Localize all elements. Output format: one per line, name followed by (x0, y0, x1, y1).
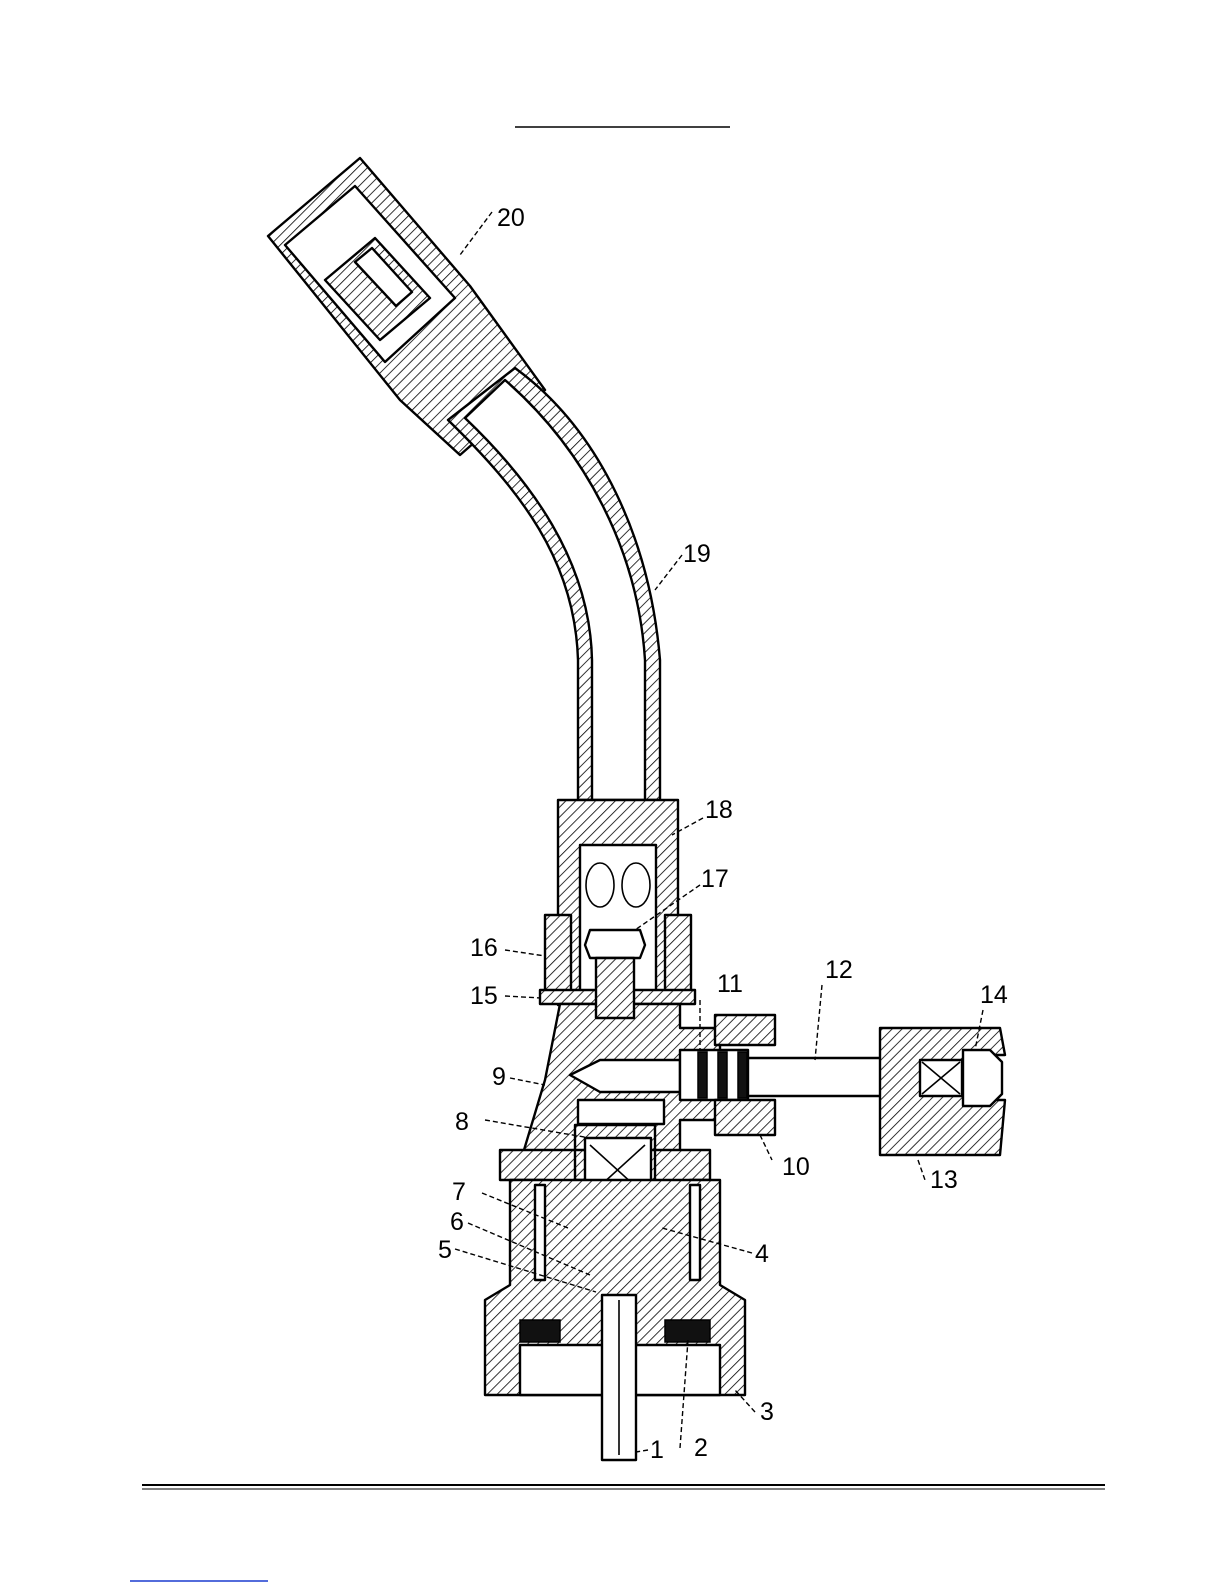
part-14 (963, 1050, 1002, 1106)
callout-5: 5 (438, 1236, 452, 1264)
callout-10: 10 (782, 1153, 810, 1181)
part-1 (602, 1295, 636, 1460)
callout-4: 4 (755, 1240, 769, 1268)
callout-8: 8 (455, 1108, 469, 1136)
callout-19: 19 (683, 540, 711, 568)
callout-15: 15 (470, 982, 498, 1010)
callout-2: 2 (694, 1434, 708, 1462)
callout-12: 12 (825, 956, 853, 984)
callout-11: 11 (717, 970, 743, 998)
part-19 (448, 368, 660, 800)
callout-7: 7 (452, 1178, 466, 1206)
callout-9: 9 (492, 1063, 506, 1091)
callout-18: 18 (705, 796, 733, 824)
callout-13: 13 (930, 1166, 958, 1194)
callout-3: 3 (760, 1398, 774, 1426)
callout-20: 20 (497, 204, 525, 232)
callout-1: 1 (650, 1436, 664, 1464)
callout-17: 17 (701, 865, 729, 893)
callout-6: 6 (450, 1208, 464, 1236)
callout-16: 16 (470, 934, 498, 962)
callout-14: 14 (980, 981, 1008, 1009)
